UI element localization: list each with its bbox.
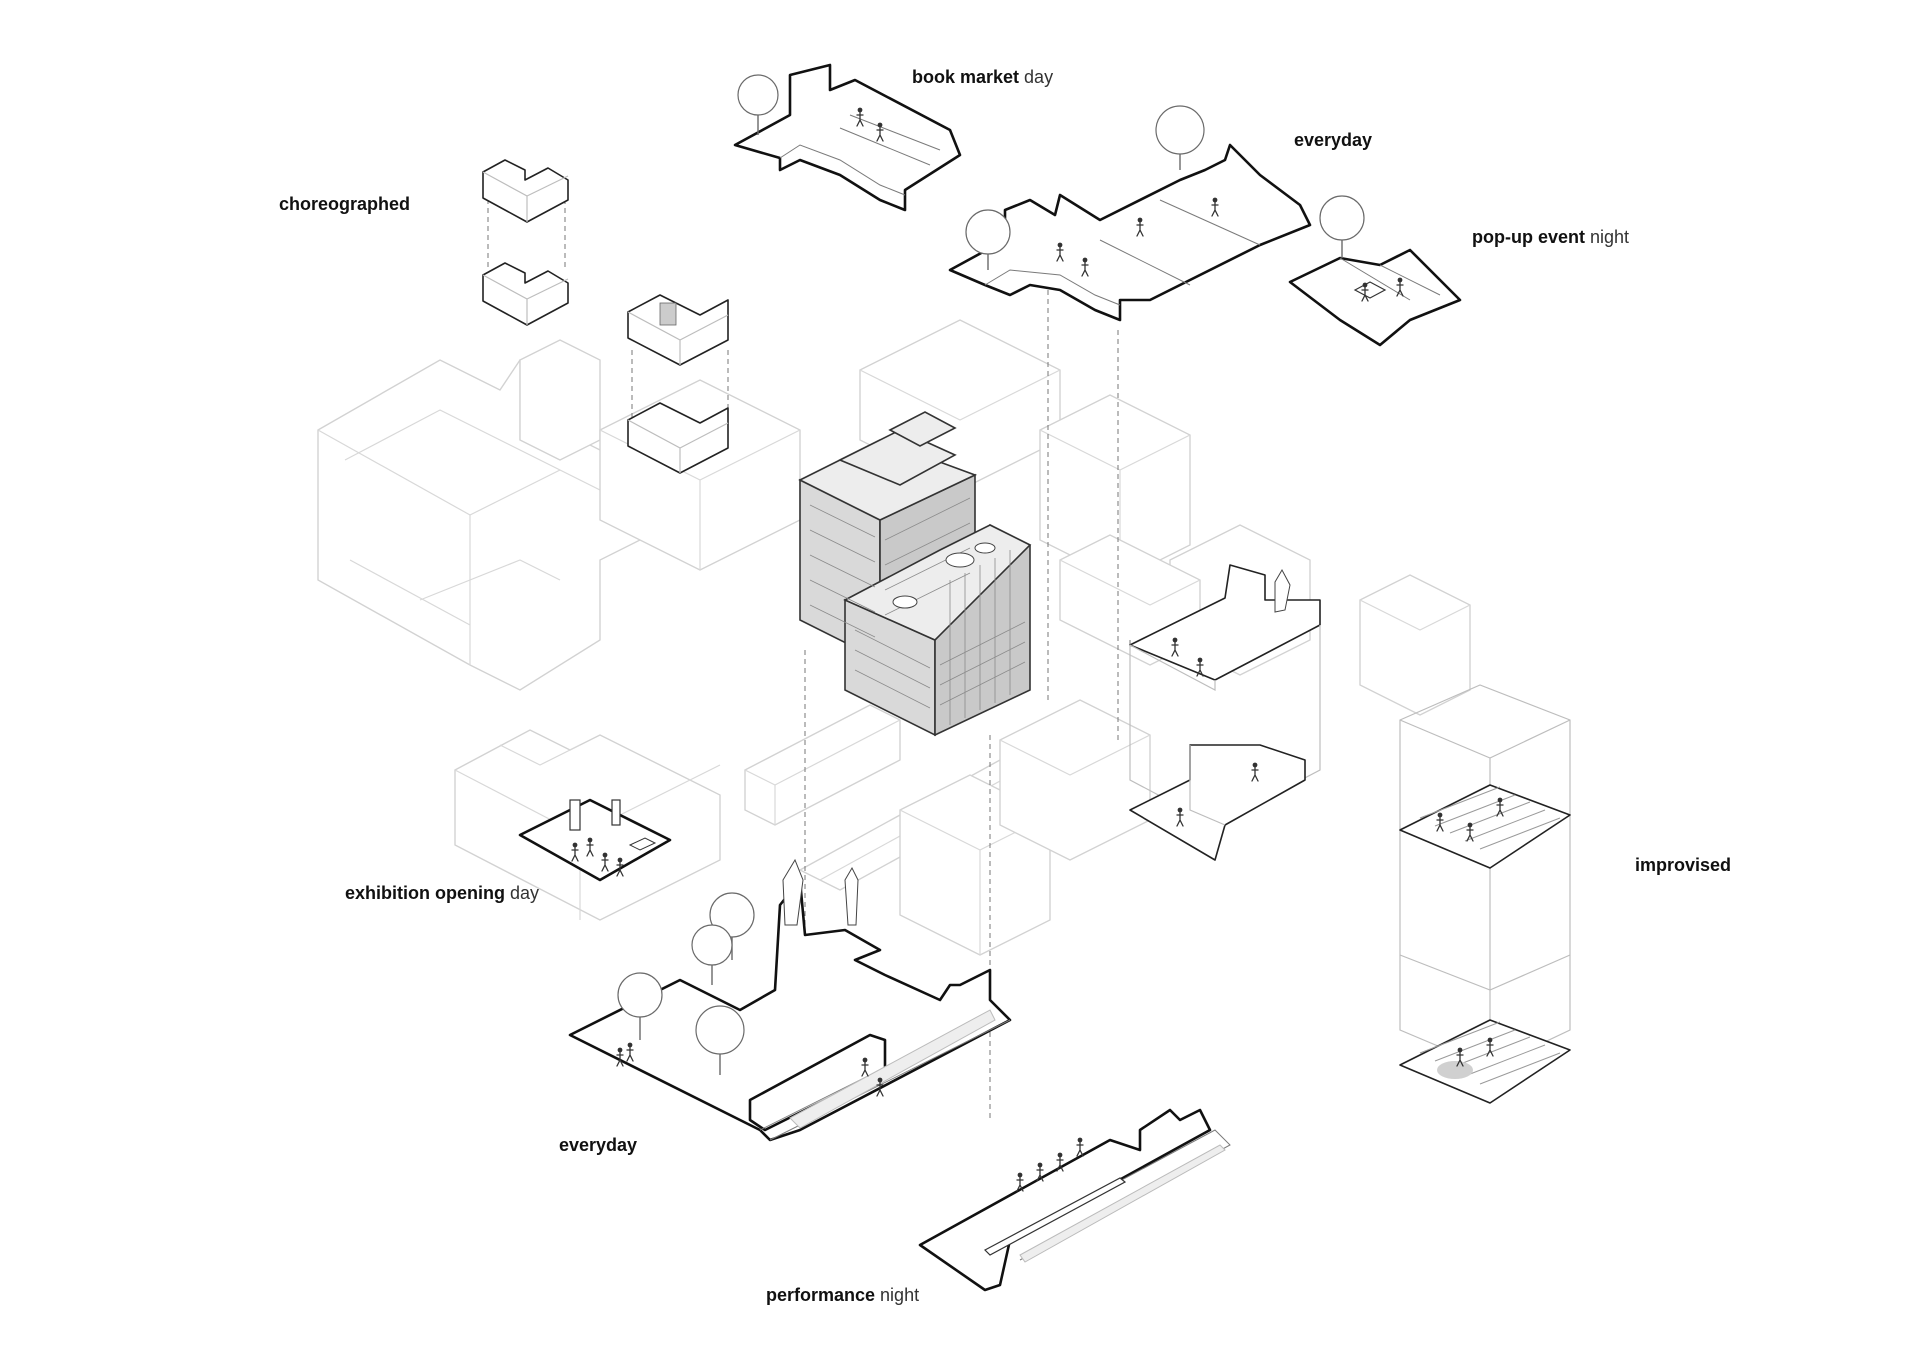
- label-performance-strong: performance: [766, 1285, 876, 1305]
- label-exhibition-opening-light: day: [505, 883, 540, 903]
- label-book-market: book market day: [912, 68, 1053, 86]
- main-building: [798, 411, 1032, 737]
- performance-platform: [918, 1108, 1231, 1292]
- label-choreographed: choreographed: [279, 195, 410, 213]
- right-mid-rooms: [1129, 564, 1321, 861]
- label-everyday-top-text: everyday: [1294, 130, 1373, 150]
- people-figures: [571, 107, 1504, 1192]
- improvised-stair-boxes: [1399, 684, 1571, 1104]
- label-popup-event-light: night: [1585, 227, 1630, 247]
- label-everyday-bottom-text: everyday: [559, 1135, 638, 1155]
- label-exhibition-opening-strong: exhibition opening: [345, 883, 505, 903]
- label-exhibition-opening: exhibition opening day: [345, 884, 539, 902]
- everyday-top-platform: [948, 105, 1312, 322]
- label-performance-light: night: [875, 1285, 920, 1305]
- label-improvised-text: improvised: [1635, 855, 1732, 875]
- label-improvised: improvised: [1635, 856, 1731, 874]
- label-everyday-top: everyday: [1294, 131, 1372, 149]
- label-performance: performance night: [766, 1286, 919, 1304]
- context-buildings: [317, 319, 1471, 956]
- label-popup-event: pop-up event night: [1472, 228, 1629, 246]
- label-book-market-light: day: [1019, 67, 1054, 87]
- label-popup-event-strong: pop-up event: [1472, 227, 1585, 247]
- label-book-market-strong: book market: [912, 67, 1020, 87]
- label-choreographed-text: choreographed: [279, 194, 411, 214]
- everyday-bottom-platform: [568, 858, 1012, 1142]
- label-everyday-bottom: everyday: [559, 1136, 637, 1154]
- exhibition-opening-platform: [518, 798, 672, 882]
- popup-event-platform: [1288, 195, 1462, 347]
- choreographed-room-boxes: [482, 159, 729, 474]
- book-market-platform: [733, 63, 962, 212]
